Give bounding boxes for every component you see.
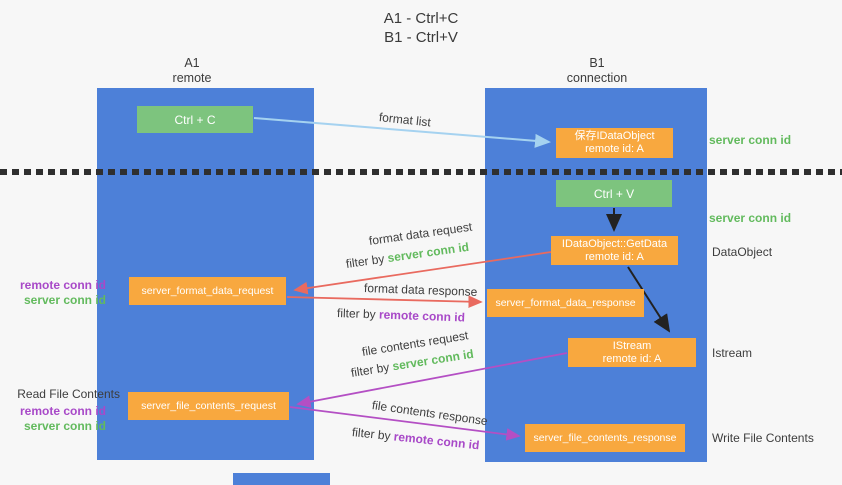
- node-istream: IStream remote id: A: [568, 338, 696, 367]
- lane-b1-name: B1: [589, 56, 605, 70]
- filter-key-remote-conn-id: remote conn id: [393, 429, 481, 453]
- server-format-data-response-label: server_format_data_response: [495, 297, 636, 309]
- node-server-file-contents-request: server_file_contents_request: [128, 392, 289, 420]
- getdata-remote-id: remote id: A: [585, 250, 644, 263]
- node-server-format-data-response: server_format_data_response: [487, 289, 644, 317]
- save-idataobject-remote-id: remote id: A: [585, 143, 644, 155]
- lane-header-a1: A1 remote: [122, 56, 262, 86]
- annotation-server-conn-id-mid: server conn id: [709, 211, 792, 225]
- annotation-conn-ids-format: remote conn id server conn id: [10, 278, 106, 307]
- save-idataobject-title: 保存IDataObject: [574, 130, 655, 142]
- lane-header-b1: B1 connection: [527, 56, 667, 86]
- label-format-data-response: format data response: [363, 281, 478, 299]
- label-format-list: format list: [378, 110, 432, 130]
- lane-a1-name: A1: [184, 56, 200, 70]
- annotation-remote-conn-id-format: remote conn id: [19, 278, 106, 292]
- filter-prefix: filter by: [351, 425, 395, 444]
- server-file-contents-request-label: server_file_contents_request: [141, 400, 276, 412]
- node-server-format-data-request: server_format_data_request: [129, 277, 286, 305]
- istream-title: IStream: [612, 339, 652, 352]
- partial-lifeline-bottom: [233, 473, 330, 485]
- filter-prefix: filter by: [349, 359, 394, 380]
- filter-prefix: filter by: [336, 306, 380, 322]
- node-ctrl-v: Ctrl + V: [556, 180, 672, 207]
- title-line-2: B1 - Ctrl+V: [384, 29, 458, 46]
- title-line-1: A1 - Ctrl+C: [383, 10, 459, 27]
- annotation-read-file-contents: Read File Contents: [17, 387, 120, 401]
- label-filter-remote-conn-id-1: filter by remote conn id: [337, 306, 465, 324]
- istream-remote-id: remote id: A: [602, 352, 662, 365]
- annotation-remote-conn-id-file: remote conn id: [19, 404, 106, 418]
- annotation-dataobject: DataObject: [712, 245, 773, 259]
- node-idataobject-getdata: IDataObject::GetData remote id: A: [551, 236, 678, 265]
- server-file-contents-response-label: server_file_contents_response: [533, 432, 677, 444]
- label-filter-server-conn-id-1: filter by server conn id: [345, 240, 470, 271]
- filter-key-remote-conn-id: remote conn id: [378, 307, 466, 325]
- lane-b1-role: connection: [566, 71, 628, 85]
- node-save-idataobject: 保存IDataObject remote id: A: [556, 128, 673, 158]
- annotation-write-file-contents: Write File Contents: [712, 431, 814, 445]
- annotation-server-conn-id-file: server conn id: [23, 418, 106, 433]
- server-format-data-request-label: server_format_data_request: [141, 285, 274, 297]
- label-file-contents-response: file contents response: [371, 398, 489, 429]
- ctrl-v-label: Ctrl + V: [593, 186, 635, 201]
- label-filter-remote-conn-id-2: filter by remote conn id: [351, 425, 480, 452]
- node-server-file-contents-response: server_file_contents_response: [525, 424, 685, 452]
- node-ctrl-c: Ctrl + C: [137, 106, 253, 133]
- filter-prefix: filter by: [345, 251, 389, 271]
- annotation-server-conn-id-format: server conn id: [23, 292, 106, 307]
- diagram-title: A1 - Ctrl+C B1 - Ctrl+V: [0, 9, 842, 47]
- dotted-separator-line: [0, 169, 842, 175]
- annotation-server-conn-id-top: server conn id: [709, 133, 792, 147]
- annotation-istream: Istream: [712, 346, 753, 360]
- ctrl-c-label: Ctrl + C: [174, 112, 216, 127]
- annotation-conn-ids-file: remote conn id server conn id: [10, 404, 106, 433]
- lane-a1-role: remote: [172, 71, 212, 85]
- getdata-title: IDataObject::GetData: [561, 237, 668, 250]
